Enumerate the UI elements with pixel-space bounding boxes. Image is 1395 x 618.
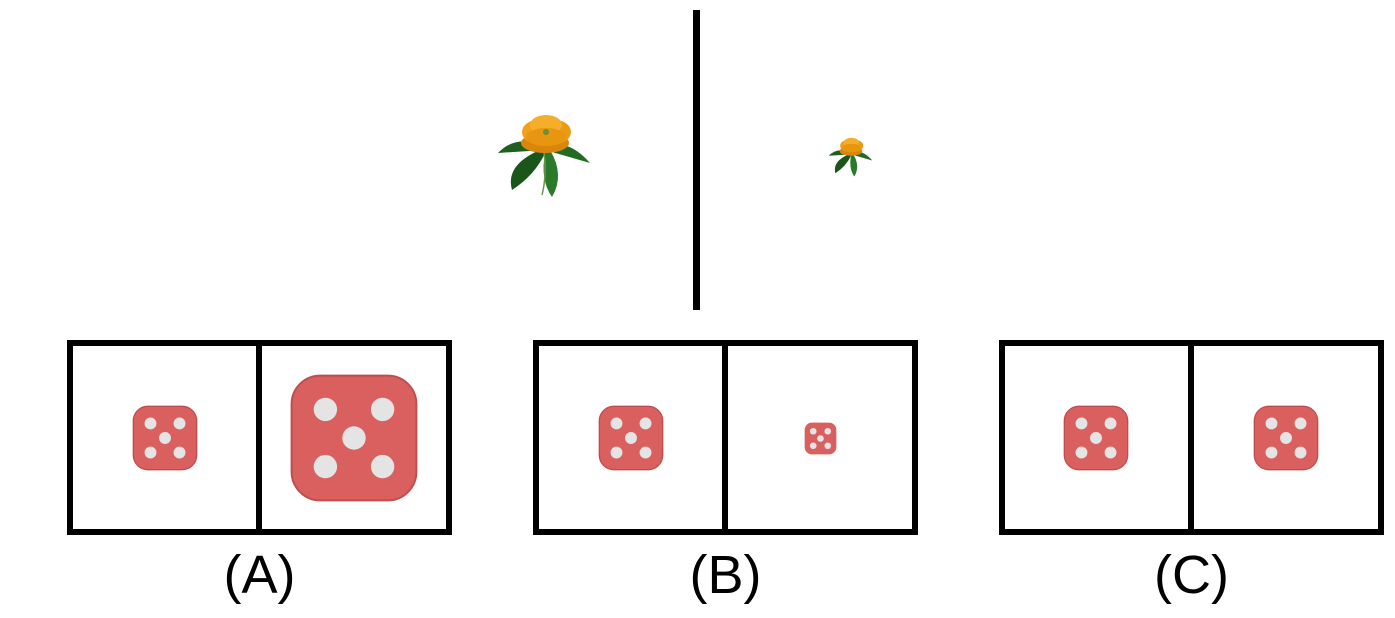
small-die-icon <box>132 405 198 471</box>
left-die-icon <box>1063 405 1129 471</box>
panel-divider <box>1188 340 1194 535</box>
tiny-die-icon <box>804 422 837 455</box>
option-label: (B) <box>689 545 762 605</box>
option-b[interactable]: (B) <box>533 340 918 605</box>
panel-divider <box>722 340 728 535</box>
right-die-icon <box>1253 405 1319 471</box>
medium-die-icon <box>598 405 664 471</box>
divider-line <box>693 10 700 310</box>
option-a[interactable]: (A) <box>67 340 452 605</box>
small-flower-icon <box>828 137 873 177</box>
large-die-icon <box>290 374 418 502</box>
option-c[interactable]: (C) <box>999 340 1384 605</box>
panel-divider <box>256 340 262 535</box>
option-label: (A) <box>223 545 296 605</box>
option-label: (C) <box>1154 545 1229 605</box>
large-flower-icon <box>498 115 590 197</box>
